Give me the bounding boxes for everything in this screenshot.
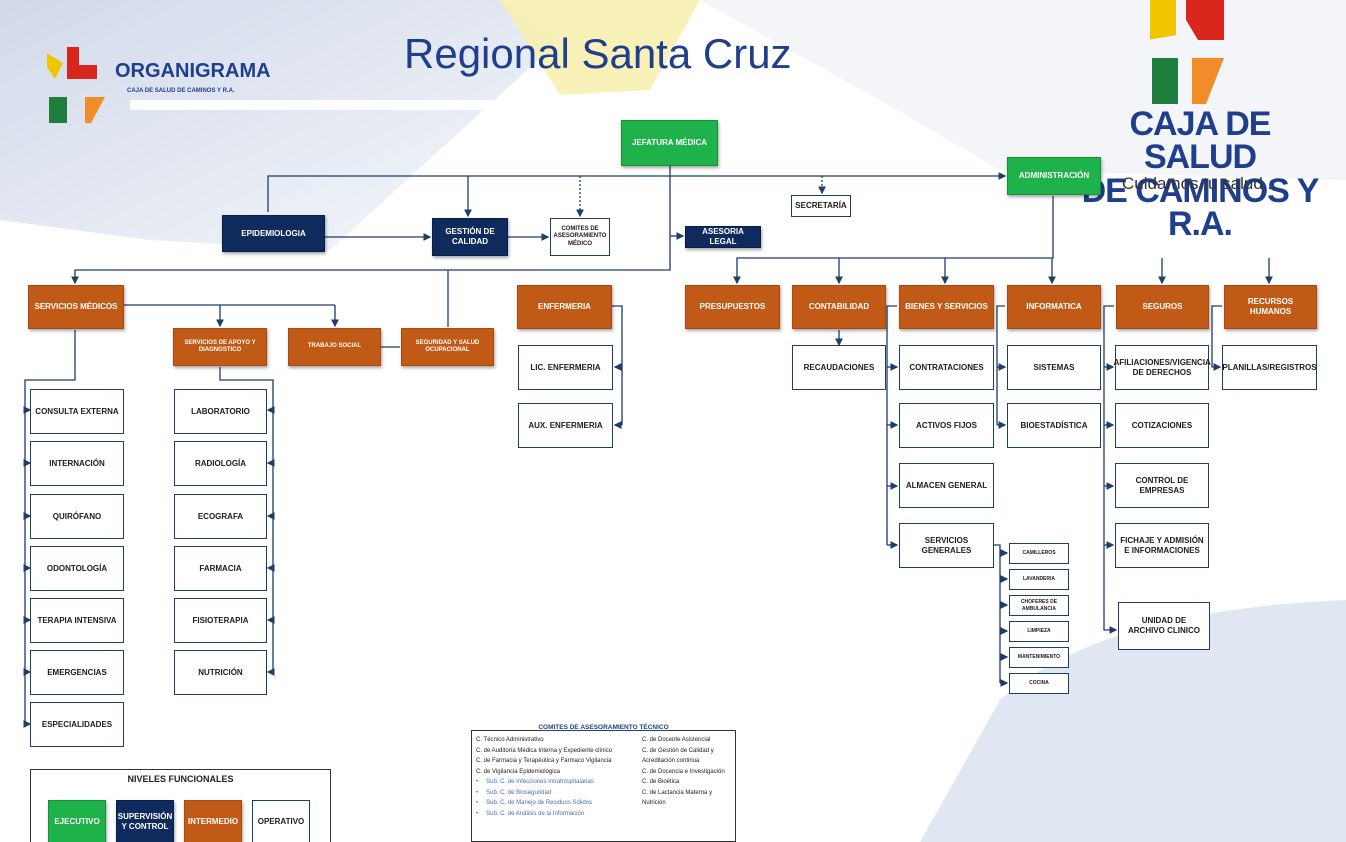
especialidades-box: ESPECIALIDADES	[30, 702, 124, 747]
seguros-box: SEGUROS	[1116, 285, 1209, 329]
planillas-registros-box: PLANILLAS/REGISTROS	[1222, 345, 1317, 390]
committees-right-column: C. de Docente Asistencial C. de Gestión …	[642, 735, 725, 809]
committee-item: C. de Docencia e Investigación	[642, 768, 725, 775]
committee-item: C. de Lactancia Materna y	[642, 789, 713, 796]
committee-item: C. de Bioética	[642, 779, 680, 785]
caja-brand-logo-icon	[1150, 0, 1224, 104]
legend-operativo: OPERATIVO	[252, 800, 310, 842]
committees-title: COMITES DE ASESORAMIENTO TÉCNICO	[538, 724, 669, 731]
emergencias-box: EMERGENCIAS	[30, 650, 124, 695]
page-title: Regional Santa Cruz	[404, 30, 792, 77]
committee-item: Nutrición	[642, 800, 666, 806]
presupuestos-box: PRESUPUESTOS	[685, 285, 780, 329]
legend-title: NIVELES FUNCIONALES	[127, 774, 234, 784]
radiologia-box: RADIOLOGÍA	[174, 441, 267, 486]
secretaria-box: SECRETARÍA	[791, 195, 851, 217]
servicios-apoyo-box: SERVICIOS DE APOYO Y DIAGNOSTICO	[173, 328, 267, 366]
odontologia-box: ODONTOLOGÍA	[30, 546, 124, 591]
aux-enfermeria-box: AUX. ENFERMERIA	[518, 403, 613, 448]
caja-logo-icon	[47, 47, 105, 123]
legend: NIVELES FUNCIONALES EJECUTIVO SUPERVISIÓ…	[30, 769, 331, 842]
cotizaciones-box: COTIZACIONES	[1115, 403, 1209, 448]
limpieza-box: LIMPIEZA	[1009, 621, 1069, 642]
bienes-servicios-box: BIENES Y SERVICIOS	[899, 285, 994, 329]
lavanderia-box: LAVANDERIA	[1009, 569, 1069, 590]
contrataciones-box: CONTRATACIONES	[899, 345, 994, 390]
servicios-medicos-box: SERVICIOS MÉDICOS	[28, 285, 124, 329]
choferes-ambulancia-box: CHOFERES DE AMBULANCIA	[1009, 595, 1069, 616]
brand-name-line2: DE CAMINOS Y R.A.	[1081, 171, 1320, 243]
brand-slogan: Cuidamos tu salud...	[1122, 174, 1277, 193]
mantenimiento-box: MANTENIMIENTO	[1009, 647, 1069, 668]
committee-item: C. de Docente Asistencial	[642, 737, 711, 743]
servicios-generales-box: SERVICIOS GENERALES	[899, 523, 994, 568]
committee-item: C. de Vigilancia Epidemiológica	[476, 768, 560, 775]
quirofano-box: QUIRÓFANO	[30, 494, 124, 539]
legend-supervision: SUPERVISIÓN Y CONTROL	[116, 800, 174, 842]
fisioterapia-box: FISIOTERAPIA	[174, 598, 267, 643]
epidemiologia-box: EPIDEMIOLOGIA	[222, 215, 325, 252]
contabilidad-box: CONTABILIDAD	[792, 285, 886, 329]
nutricion-box: NUTRICIÓN	[174, 650, 267, 695]
bioestadistica-box: BIOESTADÍSTICA	[1007, 403, 1101, 448]
internacion-box: INTERNACIÓN	[30, 441, 124, 486]
afiliaciones-box: AFILIACIONES/VIGENCIA DE DERECHOS	[1113, 345, 1211, 390]
legend-intermedio: INTERMEDIO	[184, 800, 242, 842]
comites-asesoramiento-box: COMITES DE ASESORAMIENTO MÉDICO	[550, 218, 610, 256]
subcommittee-item: Sub. C. de Manejo de Residuos Sólidos	[476, 798, 612, 809]
consulta-externa-box: CONSULTA EXTERNA	[30, 389, 124, 434]
archivo-clinico-box: UNIDAD DE ARCHIVO CLINICO	[1118, 602, 1210, 650]
gestion-calidad-box: GESTIÓN DE CALIDAD	[432, 218, 508, 256]
control-empresas-box: CONTROL DE EMPRESAS	[1115, 463, 1209, 508]
committee-item: C. de Farmacia y Terapéutica y Fármaco V…	[476, 758, 612, 764]
camilleros-box: CAMILLEROS	[1009, 543, 1069, 564]
almacen-general-box: ALMACEN GENERAL	[899, 463, 994, 508]
org-subtitle: CAJA DE SALUD DE CAMINOS Y R.A.	[127, 88, 235, 94]
org-title: ORGANIGRAMA	[115, 60, 271, 82]
committee-item: C. de Auditoría Médica Interna y Expedie…	[476, 747, 613, 754]
asesoria-legal-box: ASESORIA LEGAL	[685, 226, 761, 248]
recursos-humanos-box: RECURSOS HUMANOS	[1224, 285, 1317, 329]
informatica-box: INFORMATICA	[1007, 285, 1101, 329]
committees-box: COMITES DE ASESORAMIENTO TÉCNICO C. Técn…	[471, 724, 736, 842]
trabajo-social-box: TRABAJO SOCIAL	[288, 328, 381, 366]
cocina-box: COCINA	[1009, 673, 1069, 694]
activos-fijos-box: ACTIVOS FIJOS	[899, 403, 994, 448]
seguridad-salud-box: SEGURIDAD Y SALUD OCUPACIONAL	[401, 328, 494, 366]
subcommittee-item: Sub. C. de Infecciones Intrahospitalaria…	[476, 777, 612, 788]
recaudaciones-box: RECAUDACIONES	[792, 345, 886, 390]
committee-item: C. Técnico Administrativo	[476, 737, 544, 743]
lic-enfermeria-box: LIC. ENFERMERIA	[518, 345, 613, 390]
subcommittee-item: Sub. C. de Bioseguridad	[476, 788, 612, 799]
enfermeria-box: ENFERMERIA	[517, 285, 612, 329]
brand-name-line1: CAJA DE SALUD	[1129, 105, 1272, 177]
terapia-intensiva-box: TERAPIA INTENSIVA	[30, 598, 124, 643]
administracion-box: ADMINISTRACIÓN	[1007, 157, 1101, 195]
committees-left-column: C. Técnico Administrativo C. de Auditorí…	[476, 735, 612, 819]
committee-item: Acreditación continua	[642, 758, 700, 764]
fichaje-admision-box: FICHAJE Y ADMISIÓN E INFORMACIONES	[1115, 523, 1209, 568]
jefatura-medica-box: JEFATURA MÉDICA	[621, 120, 718, 166]
ecografa-box: ECOGRAFA	[174, 494, 267, 539]
committee-item: C. de Gestión de Calidad y	[642, 747, 714, 754]
legend-ejecutivo: EJECUTIVO	[48, 800, 106, 842]
sistemas-box: SISTEMAS	[1007, 345, 1101, 390]
subcommittee-item: Sub. C. de Análisis de la Información	[476, 809, 612, 820]
brand-name: CAJA DE SALUD DE CAMINOS Y R.A.	[1070, 105, 1330, 243]
farmacia-box: FARMACIA	[174, 546, 267, 591]
laboratorio-box: LABORATORIO	[174, 389, 267, 434]
